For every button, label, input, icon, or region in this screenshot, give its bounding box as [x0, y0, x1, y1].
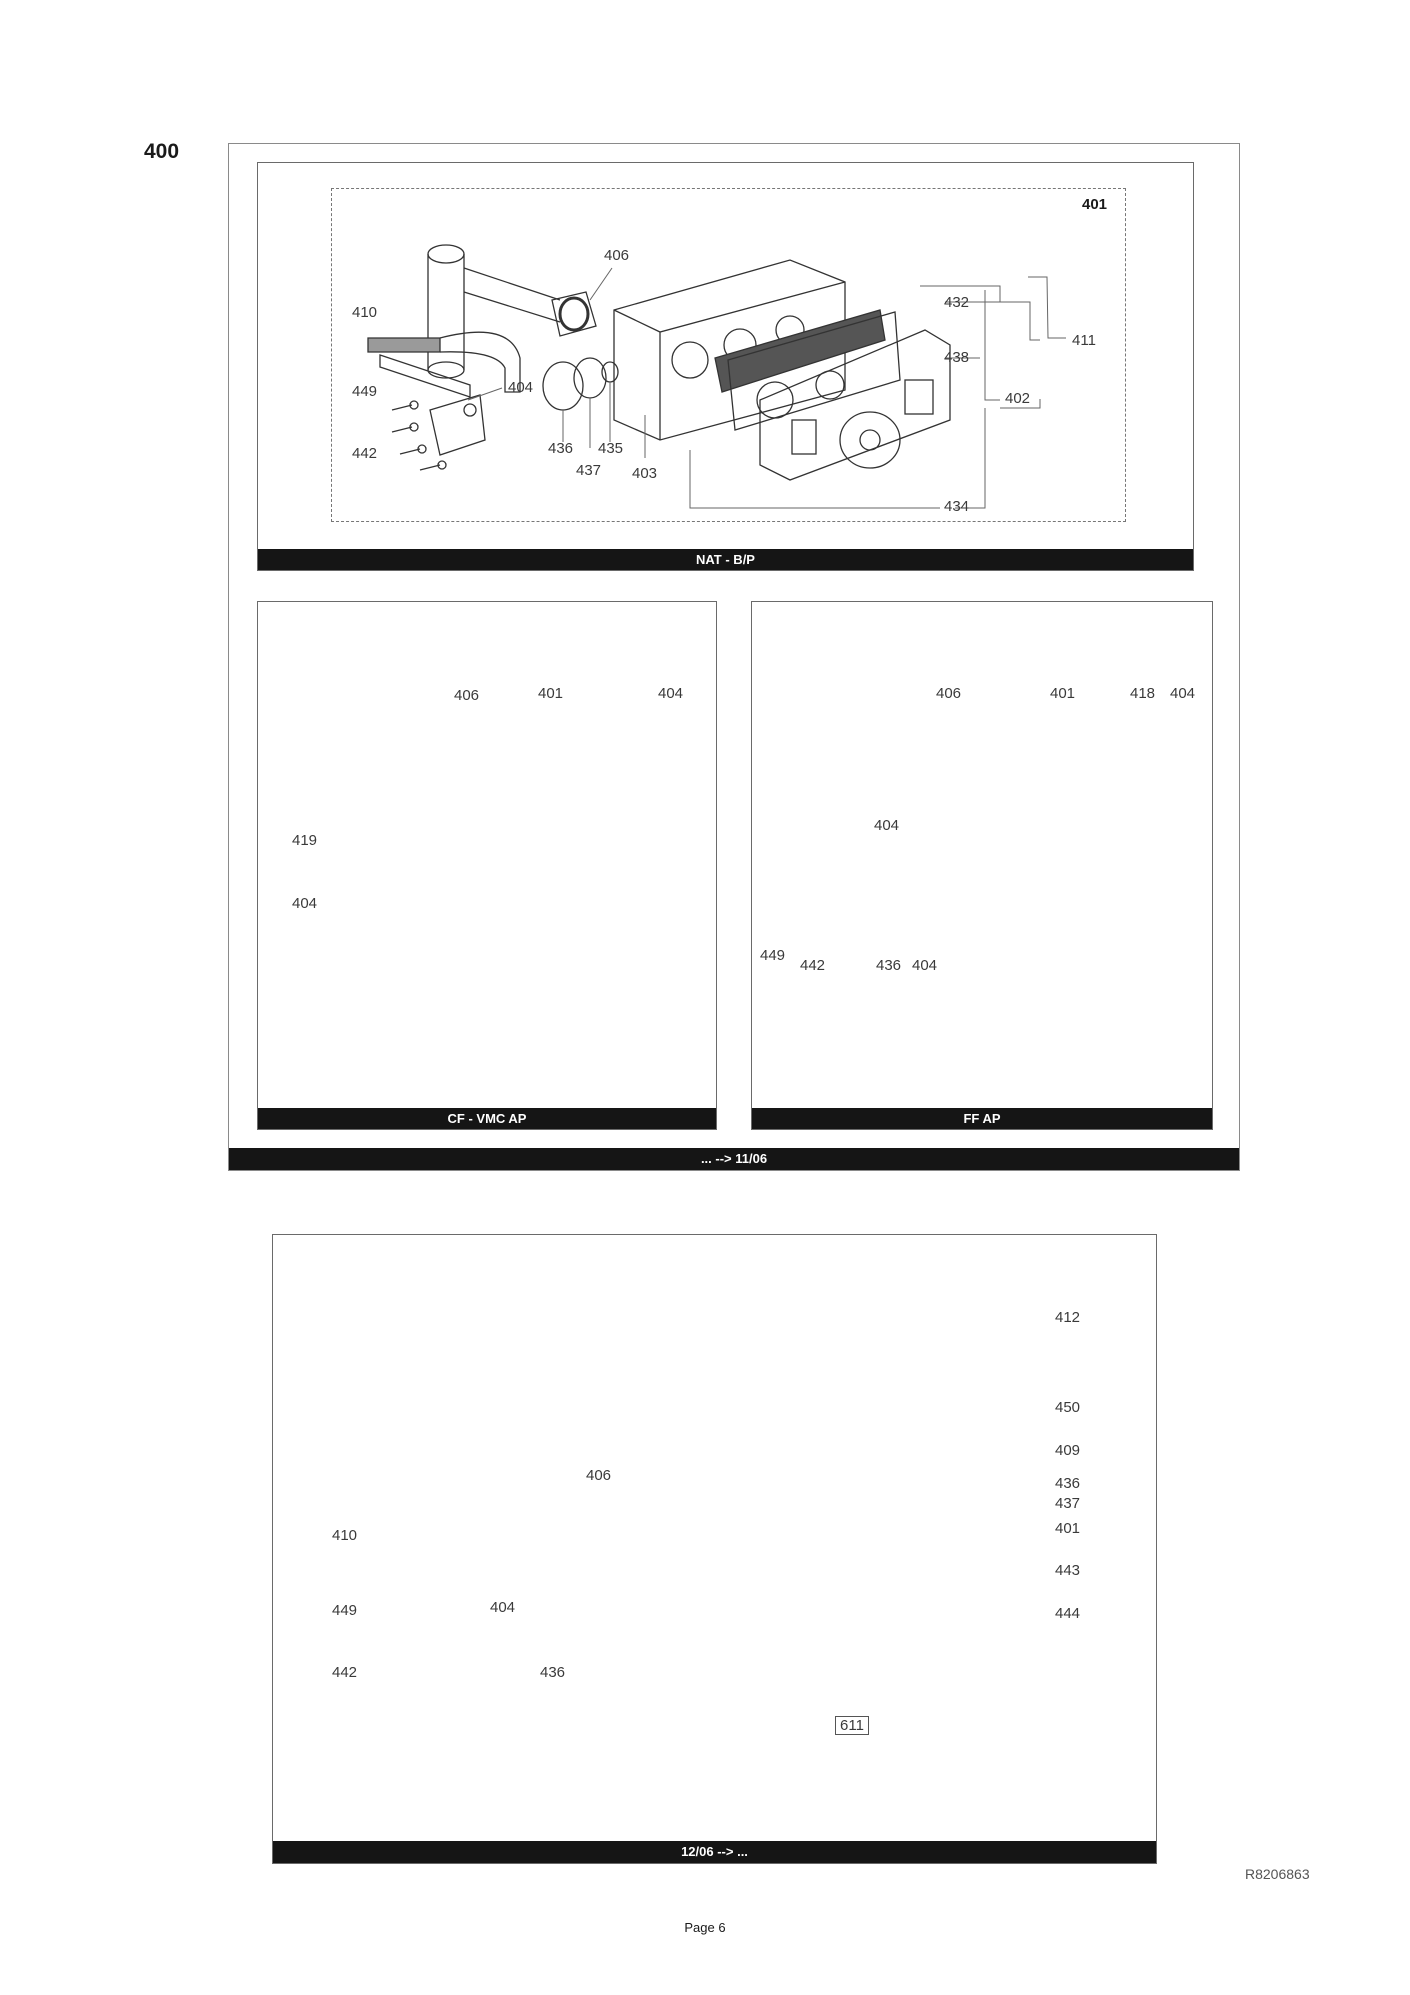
- lower-label-450: 450: [1055, 1399, 1081, 1416]
- left-label-406: 406: [454, 687, 480, 704]
- right-panel-bar: FF AP: [752, 1108, 1212, 1129]
- left-panel: CF - VMC AP: [257, 601, 717, 1130]
- part-label-435: 435: [598, 440, 624, 457]
- left-label-401: 401: [538, 685, 564, 702]
- group-tag-401: 401: [1082, 196, 1108, 213]
- part-label-403: 403: [632, 465, 658, 482]
- lower-label-401: 401: [1055, 1520, 1081, 1537]
- page-number: Page 6: [684, 1920, 726, 1935]
- right-label-401: 401: [1050, 685, 1076, 702]
- lower-label-444: 444: [1055, 1605, 1081, 1622]
- lower-frame-bar: 12/06 --> ...: [273, 1841, 1156, 1863]
- gasket-432-top: [714, 309, 886, 393]
- part-label-438: 438: [944, 349, 970, 366]
- lower-label-436-right: 436: [1055, 1475, 1081, 1492]
- part-label-432: 432: [944, 294, 970, 311]
- part-label-404: 404: [508, 379, 534, 396]
- flange-406-top: [551, 291, 597, 337]
- lower-label-449: 449: [332, 1602, 358, 1619]
- right-label-442: 442: [800, 957, 826, 974]
- part-label-411: 411: [1072, 332, 1096, 349]
- assembly-401-outline: [331, 188, 1126, 522]
- part-label-434: 434: [944, 498, 970, 515]
- right-panel: FF AP: [751, 601, 1213, 1130]
- part-label-442: 442: [352, 445, 378, 462]
- right-label-436: 436: [876, 957, 902, 974]
- lower-label-436-left: 436: [540, 1664, 566, 1681]
- right-label-406: 406: [936, 685, 962, 702]
- right-label-404-bottom: 404: [912, 957, 938, 974]
- lower-frame: 12/06 --> ...: [272, 1234, 1157, 1864]
- left-label-404-bottom: 404: [292, 895, 318, 912]
- right-label-404-mid: 404: [874, 817, 900, 834]
- lower-label-410: 410: [332, 1527, 358, 1544]
- lower-label-404: 404: [490, 1599, 516, 1616]
- lower-label-611: 611: [835, 1716, 869, 1735]
- part-label-406: 406: [604, 247, 630, 264]
- top-panel-bar: NAT - B/P: [258, 549, 1193, 570]
- control-block-402-top: [759, 329, 951, 481]
- lower-label-406: 406: [586, 1467, 612, 1484]
- section-number: 400: [144, 140, 180, 163]
- left-label-404-top: 404: [658, 685, 684, 702]
- lower-label-437: 437: [1055, 1495, 1081, 1512]
- part-label-436: 436: [548, 440, 574, 457]
- union-fitting-top: [429, 394, 486, 456]
- upper-frame-bar: ... --> 11/06: [229, 1148, 1239, 1170]
- part-label-402: 402: [1005, 390, 1031, 407]
- lower-label-442: 442: [332, 1664, 358, 1681]
- part-label-410: 410: [352, 304, 378, 321]
- left-panel-bar: CF - VMC AP: [258, 1108, 716, 1129]
- part-label-449: 449: [352, 383, 378, 400]
- o-rings-436-437-435-top: [542, 357, 619, 411]
- lower-label-412: 412: [1055, 1309, 1081, 1326]
- leader-lines-top: [467, 267, 1066, 509]
- right-label-449: 449: [760, 947, 786, 964]
- bracket-410-top: [367, 331, 521, 398]
- screws-449-442-top: [391, 400, 447, 471]
- part-label-437: 437: [576, 462, 602, 479]
- right-label-404-top: 404: [1170, 685, 1196, 702]
- lower-label-443: 443: [1055, 1562, 1081, 1579]
- reference-code: R8206863: [1245, 1866, 1310, 1882]
- left-label-419: 419: [292, 832, 318, 849]
- right-label-418: 418: [1130, 685, 1156, 702]
- lower-label-409: 409: [1055, 1442, 1081, 1459]
